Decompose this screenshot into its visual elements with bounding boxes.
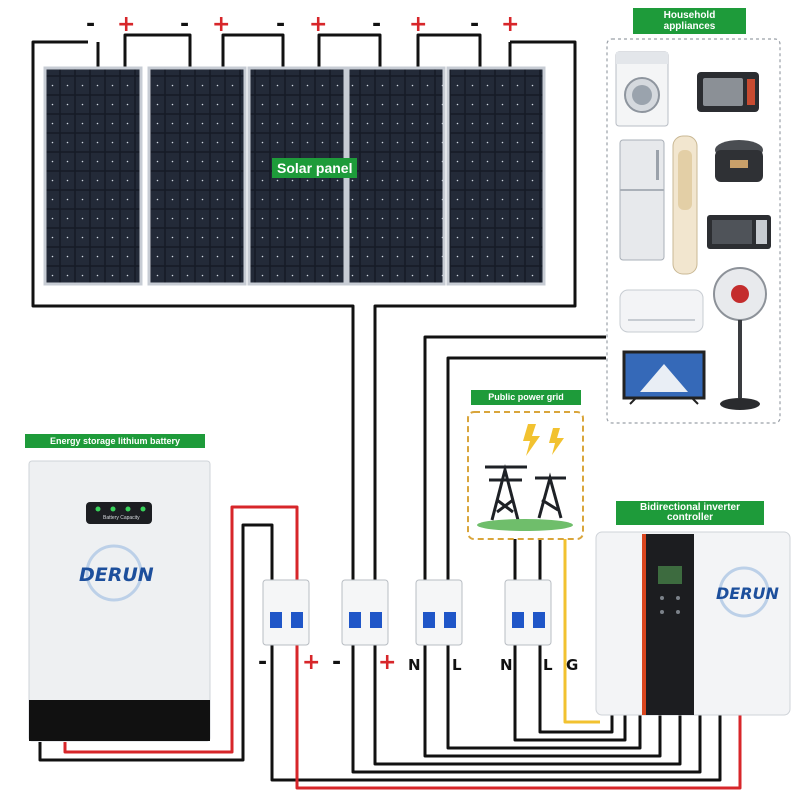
panel-1-plus: + <box>117 12 136 37</box>
breaker-pv <box>341 579 389 646</box>
pv-minus-terminal: - <box>332 650 342 675</box>
panel-4-plus: + <box>409 12 428 37</box>
refrigerator-icon <box>619 139 665 261</box>
pv-plus-terminal: + <box>378 650 397 675</box>
standing-fan-icon <box>713 267 767 410</box>
solar-panel-4 <box>346 66 446 286</box>
solar-panel-1 <box>43 66 143 286</box>
out-pv-minus <box>351 645 702 774</box>
household-appliances-label: Household appliances <box>633 8 746 34</box>
load-l-wire <box>446 356 606 580</box>
television-icon <box>622 350 706 405</box>
breaker-grid <box>504 579 552 646</box>
out-battery-minus <box>270 645 722 782</box>
out-load-l <box>446 645 642 750</box>
grid-l-terminal: L <box>543 656 553 674</box>
inverter-unit <box>595 531 791 716</box>
tower-ac-icon <box>672 135 698 275</box>
panel-5-plus: + <box>501 12 520 37</box>
power-tower-icon <box>485 464 566 521</box>
series-wire-1 <box>123 33 192 70</box>
inverter-brand-logo: DERUN <box>716 584 779 603</box>
public-power-grid-label: Public power grid <box>471 390 581 405</box>
load-n-wire <box>423 335 606 580</box>
pv-right-wire <box>373 40 577 580</box>
battery-plus-terminal: + <box>302 650 321 675</box>
out-battery-plus <box>295 645 742 790</box>
battery-label: Energy storage lithium battery <box>25 434 205 448</box>
solar-panel-label: Solar panel <box>272 158 358 178</box>
microwave-icon <box>707 215 771 249</box>
panel-1-minus: - <box>86 12 96 37</box>
out-grid-n <box>513 645 627 742</box>
wall-ac-icon <box>619 289 704 333</box>
panel-4-minus: - <box>372 12 382 37</box>
load-l-terminal: L <box>452 656 462 674</box>
panel-2-minus: - <box>180 12 190 37</box>
battery-display-text: Battery Capacity <box>103 515 140 521</box>
rice-cooker-icon <box>715 140 763 182</box>
panel-2-plus: + <box>212 12 231 37</box>
out-load-n <box>423 645 662 758</box>
panel-3-minus: - <box>276 12 286 37</box>
panel-5-minus: - <box>470 12 480 37</box>
breaker-load <box>415 579 463 646</box>
inverter-label: Bidirectional inverter controller <box>616 501 764 525</box>
grid-g-terminal: G <box>566 656 579 674</box>
battery-plus-wire <box>63 505 299 754</box>
solar-panel-5 <box>446 66 546 286</box>
out-pv-plus <box>373 645 682 766</box>
panel-3-plus: + <box>309 12 328 37</box>
grid-ground-wire <box>563 538 600 724</box>
battery-minus-wire <box>38 523 274 762</box>
series-wire-4 <box>416 33 482 70</box>
lithium-battery-unit <box>28 460 211 742</box>
lightning-icon <box>523 424 564 456</box>
solar-panel-2 <box>147 66 247 286</box>
breaker-battery <box>262 579 310 646</box>
series-wire-2 <box>221 33 285 70</box>
series-wire-3 <box>317 33 382 70</box>
pv-outer-wire <box>31 40 355 580</box>
battery-minus-terminal: - <box>258 650 268 675</box>
oven-icon <box>697 72 759 112</box>
load-n-terminal: N <box>408 656 421 674</box>
grid-n-terminal: N <box>500 656 513 674</box>
washing-machine-icon <box>615 51 669 127</box>
out-grid-l <box>538 645 614 734</box>
battery-brand-logo: DERUN <box>79 564 154 586</box>
